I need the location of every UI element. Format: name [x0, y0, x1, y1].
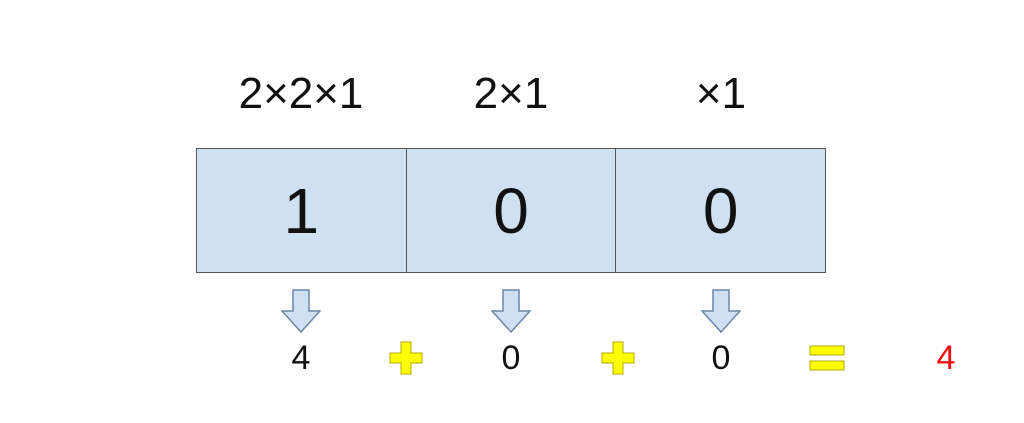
weight-label-2: 2×1 — [473, 69, 549, 118]
digit-cell-3: 0 — [616, 149, 826, 272]
plus-icon — [389, 341, 423, 375]
binary-digit-row: 1 0 0 — [196, 148, 826, 273]
equals-icon — [809, 345, 845, 371]
weight-label-3: ×1 — [695, 69, 747, 118]
term-value-3: 0 — [711, 339, 731, 377]
digit-cell-1: 1 — [197, 149, 407, 272]
plus-icon — [601, 341, 635, 375]
digit-cell-2: 0 — [406, 149, 617, 272]
term-value-1: 4 — [291, 339, 311, 377]
down-arrow-icon — [701, 289, 741, 333]
result-value: 4 — [936, 339, 956, 377]
term-value-2: 0 — [501, 339, 521, 377]
weight-label-1: 2×2×1 — [238, 69, 364, 118]
down-arrow-icon — [281, 289, 321, 333]
down-arrow-icon — [491, 289, 531, 333]
